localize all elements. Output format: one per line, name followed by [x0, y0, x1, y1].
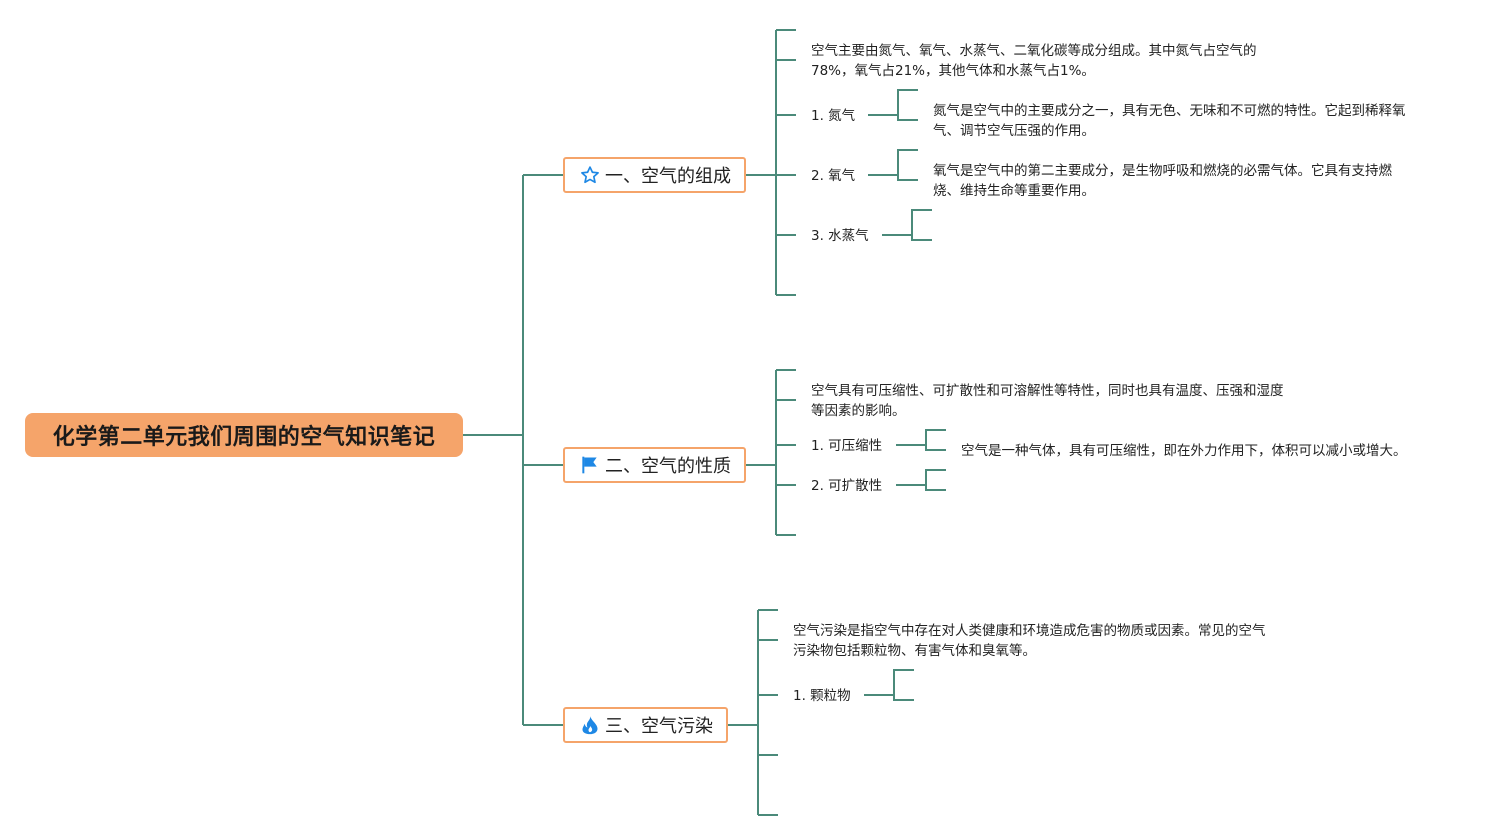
- item-compressibility[interactable]: 1. 可压缩性: [811, 438, 883, 454]
- summary-air-pollution: 空气污染是指空气中存在对人类健康和环境造成危害的物质或因素。常见的空气 污染物包…: [793, 621, 1293, 661]
- detail-line: 气、调节空气压强的作用。: [933, 123, 1095, 139]
- branch-title: 二、空气的性质: [605, 456, 731, 477]
- detail-compressibility: 空气是一种气体，具有可压缩性，即在外力作用下，体积可以减小或增大。: [961, 441, 1461, 461]
- item-diffusivity[interactable]: 2. 可扩散性: [811, 478, 883, 494]
- detail-line: 烧、维持生命等重要作用。: [933, 183, 1095, 199]
- summary-line: 空气具有可压缩性、可扩散性和可溶解性等特性，同时也具有温度、压强和湿度: [811, 383, 1284, 399]
- item-nitrogen[interactable]: 1. 氮气: [811, 108, 856, 124]
- branch-air-pollution[interactable]: 三、空气污染: [563, 707, 728, 743]
- summary-line: 空气主要由氮气、氧气、水蒸气、二氧化碳等成分组成。其中氮气占空气的: [811, 43, 1257, 59]
- summary-line: 空气污染是指空气中存在对人类健康和环境造成危害的物质或因素。常见的空气: [793, 623, 1266, 639]
- branch-title: 三、空气污染: [605, 716, 713, 737]
- summary-line: 78%，氧气占21%，其他气体和水蒸气占1%。: [811, 63, 1095, 79]
- detail-nitrogen: 氮气是空气中的主要成分之一，具有无色、无味和不可燃的特性。它起到稀释氧 气、调节…: [933, 101, 1433, 141]
- flame-icon: [579, 714, 601, 736]
- summary-line: 污染物包括颗粒物、有害气体和臭氧等。: [793, 643, 1036, 659]
- star-outline-icon: [579, 164, 601, 186]
- root-topic[interactable]: 化学第二单元我们周围的空气知识笔记: [25, 413, 463, 457]
- detail-line: 氧气是空气中的第二主要成分，是生物呼吸和燃烧的必需气体。它具有支持燃: [933, 163, 1392, 179]
- summary-line: 等因素的影响。: [811, 403, 906, 419]
- item-particulates[interactable]: 1. 颗粒物: [793, 688, 851, 704]
- branch-title: 一、空气的组成: [605, 166, 731, 187]
- detail-line: 氮气是空气中的主要成分之一，具有无色、无味和不可燃的特性。它起到稀释氧: [933, 103, 1406, 119]
- summary-air-composition: 空气主要由氮气、氧气、水蒸气、二氧化碳等成分组成。其中氮气占空气的 78%，氧气…: [811, 41, 1291, 81]
- root-title: 化学第二单元我们周围的空气知识笔记: [52, 425, 436, 450]
- branch-air-properties[interactable]: 二、空气的性质: [563, 447, 746, 483]
- detail-oxygen: 氧气是空气中的第二主要成分，是生物呼吸和燃烧的必需气体。它具有支持燃 烧、维持生…: [933, 161, 1433, 201]
- item-water-vapor[interactable]: 3. 水蒸气: [811, 228, 869, 244]
- flag-icon: [579, 454, 601, 476]
- branch-air-composition[interactable]: 一、空气的组成: [563, 157, 746, 193]
- item-oxygen[interactable]: 2. 氧气: [811, 168, 856, 184]
- detail-line: 空气是一种气体，具有可压缩性，即在外力作用下，体积可以减小或增大。: [961, 443, 1407, 459]
- summary-air-properties: 空气具有可压缩性、可扩散性和可溶解性等特性，同时也具有温度、压强和湿度 等因素的…: [811, 381, 1311, 421]
